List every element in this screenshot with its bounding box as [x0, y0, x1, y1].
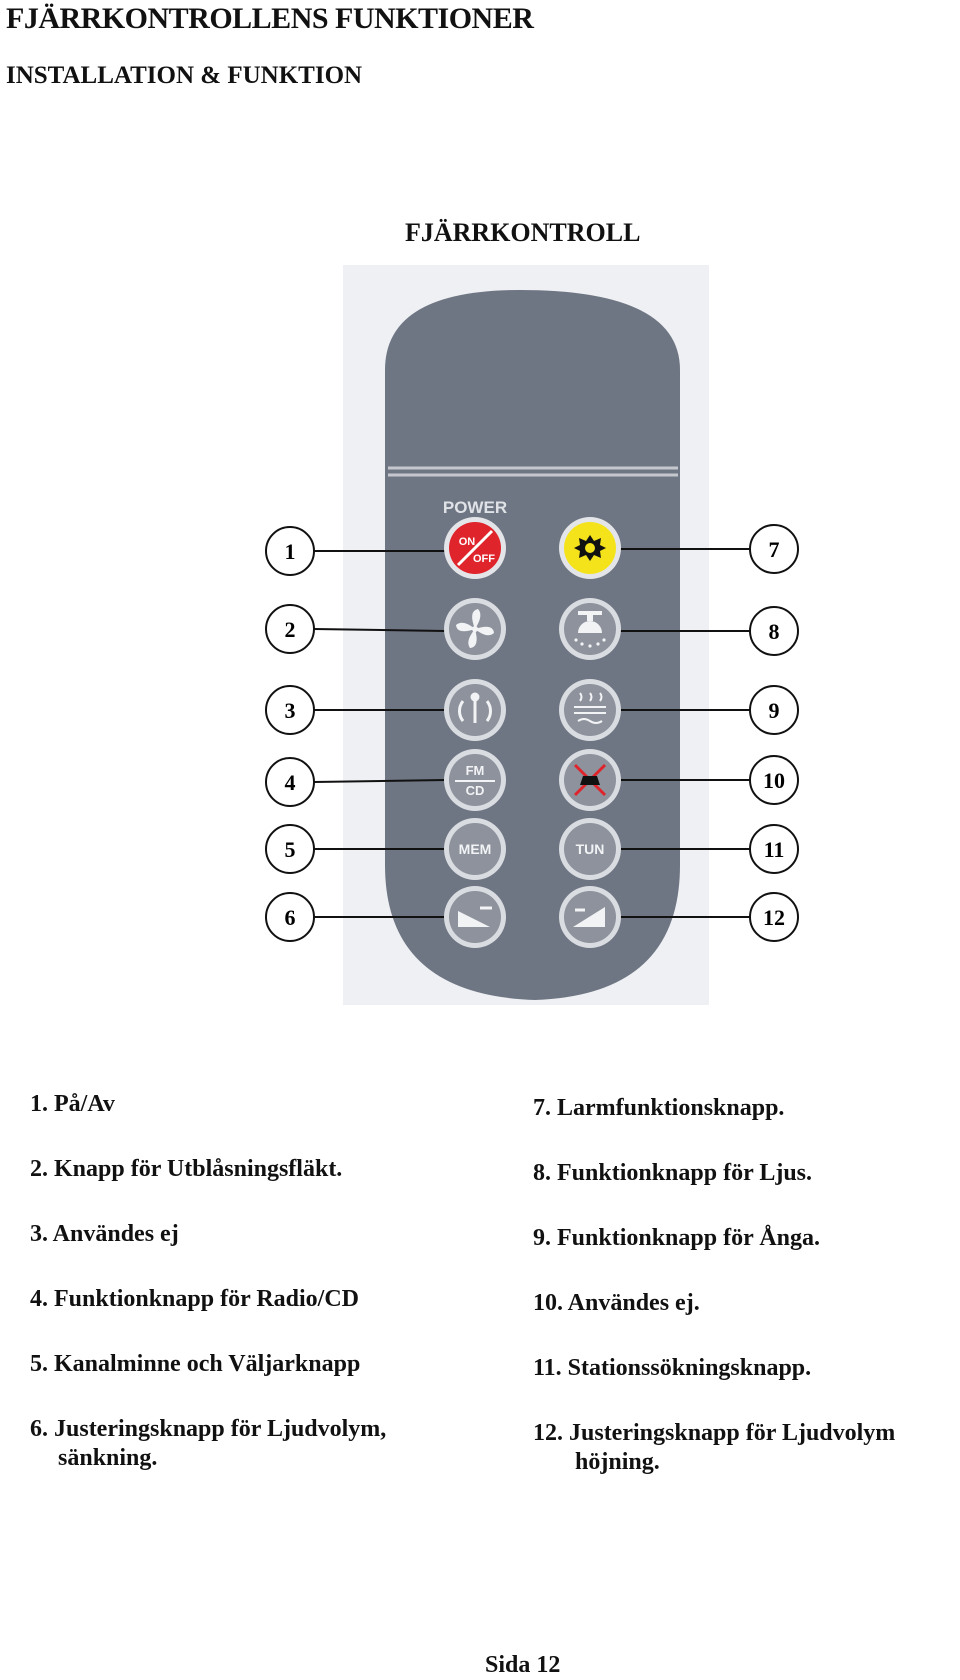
- fan-icon: [456, 609, 494, 648]
- legend-item-9: 9. Funktionknapp för Ånga.: [533, 1225, 820, 1251]
- memory-button[interactable]: MEM: [444, 818, 506, 880]
- callout-4: 4: [265, 757, 315, 807]
- legend-left: 1. På/Av 2. Knapp för Utblåsningsfläkt. …: [30, 1090, 470, 1490]
- callout-11: 11: [749, 824, 799, 874]
- alarm-icon: [574, 535, 606, 561]
- remote-control-figure: POWER 1 2 3 4 5 6 7: [265, 265, 799, 1005]
- legend-item-6: 6. Justeringsknapp för Ljudvolym, sänkni…: [30, 1416, 387, 1471]
- callout-2: 2: [265, 604, 315, 654]
- callout-7: 7: [749, 524, 799, 574]
- page-title: FJÄRRKONTROLLENS FUNKTIONER: [6, 2, 534, 35]
- legend-item-2: 2. Knapp för Utblåsningsfläkt.: [30, 1156, 343, 1182]
- volume-down-icon: [458, 911, 490, 927]
- legend-item-5: 5. Kanalminne och Väljarknapp: [30, 1351, 361, 1377]
- svg-text:3: 3: [285, 698, 296, 723]
- callout-10: 10: [749, 755, 799, 805]
- svg-text:12: 12: [763, 905, 785, 930]
- callout-3: 3: [265, 685, 315, 735]
- legend-right: 7. Larmfunktionsknapp. 8. Funktionknapp …: [533, 1094, 958, 1494]
- legend-item-11: 11. Stationssökningsknapp.: [533, 1355, 812, 1381]
- legend-item-12: 12. Justeringsknapp för Ljudvolym höjnin…: [533, 1420, 896, 1475]
- volume-up-button[interactable]: [559, 886, 621, 948]
- svg-text:MEM: MEM: [459, 841, 492, 857]
- callout-1: 1: [265, 526, 315, 576]
- light-icon: [574, 611, 606, 648]
- remote-body: [385, 290, 680, 1000]
- legend-item-3: 3. Användes ej: [30, 1221, 179, 1247]
- unused-button-right[interactable]: [559, 749, 621, 811]
- svg-text:CD: CD: [466, 783, 485, 798]
- page-number: Sida 12: [485, 1652, 561, 1678]
- svg-text:7: 7: [769, 537, 780, 562]
- svg-text:10: 10: [763, 768, 785, 793]
- figure-title: FJÄRRKONTROLL: [405, 218, 641, 247]
- svg-text:TUN: TUN: [576, 841, 605, 857]
- alarm-button[interactable]: [559, 517, 621, 579]
- svg-text:ON: ON: [459, 536, 476, 548]
- svg-text:1: 1: [285, 539, 296, 564]
- power-label: POWER: [443, 498, 507, 517]
- callout-5: 5: [265, 824, 315, 874]
- power-button[interactable]: ON OFF: [444, 517, 506, 579]
- steam-icon: [574, 692, 606, 724]
- unused-button[interactable]: [444, 679, 506, 741]
- svg-text:11: 11: [764, 837, 785, 862]
- legend-item-10: 10. Användes ej.: [533, 1290, 700, 1316]
- volume-down-button[interactable]: [444, 886, 506, 948]
- svg-text:4: 4: [285, 770, 296, 795]
- svg-text:5: 5: [285, 837, 296, 862]
- section-title: INSTALLATION & FUNKTION: [6, 62, 363, 89]
- tuning-button[interactable]: TUN: [559, 818, 621, 880]
- svg-text:FM: FM: [466, 763, 485, 778]
- svg-text:9: 9: [769, 698, 780, 723]
- fan-button[interactable]: [444, 598, 506, 660]
- light-button[interactable]: [559, 598, 621, 660]
- svg-text:OFF: OFF: [473, 553, 495, 565]
- volume-up-icon: [573, 907, 605, 927]
- legend-item-1: 1. På/Av: [30, 1091, 115, 1117]
- callout-6: 6: [265, 892, 315, 942]
- steam-button[interactable]: [559, 679, 621, 741]
- callout-9: 9: [749, 685, 799, 735]
- legend-item-8: 8. Funktionknapp för Ljus.: [533, 1160, 812, 1186]
- svg-text:2: 2: [285, 617, 296, 642]
- callout-8: 8: [749, 606, 799, 656]
- legend-item-7: 7. Larmfunktionsknapp.: [533, 1095, 785, 1121]
- crossed-icon: [573, 763, 607, 797]
- callout-12: 12: [749, 892, 799, 942]
- legend-item-4: 4. Funktionknapp för Radio/CD: [30, 1286, 359, 1312]
- svg-text:8: 8: [769, 619, 780, 644]
- person-icon: [458, 692, 492, 723]
- fm-cd-button[interactable]: FM CD: [444, 749, 506, 811]
- svg-text:6: 6: [285, 905, 296, 930]
